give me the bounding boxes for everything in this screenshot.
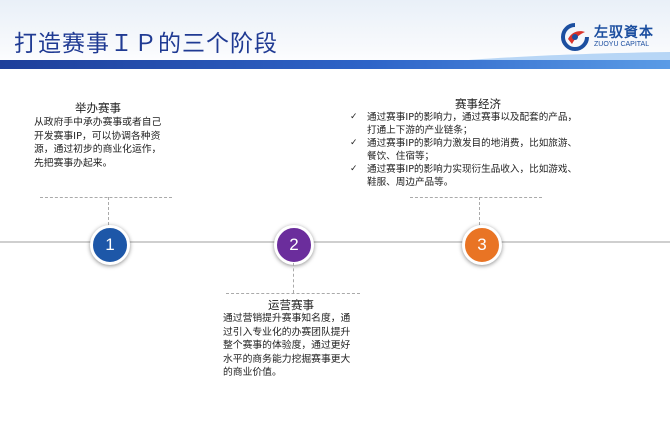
stage-1-connector xyxy=(108,197,109,225)
stage-1-line: 源，通过初步的商业化运作， xyxy=(34,144,162,155)
check-icon: ✓ xyxy=(350,112,358,122)
header: 打造赛事ＩＰ的三个阶段 xyxy=(0,0,670,66)
stage-2-line: 的商业价值。 xyxy=(223,367,282,378)
stage-1-line: 开发赛事IP，可以协调各种资 xyxy=(34,130,161,142)
list-item: ✓ 通过赛事IP的影响力实现衍生品收入，比如游戏、 鞋服、周边产品等。 xyxy=(350,164,578,188)
stage-2-line: 过引入专业化的办赛团队提升 xyxy=(223,326,351,338)
stage-2-divider xyxy=(226,293,360,294)
list-item: ✓ 通过赛事IP的影响力，通过赛事以及配套的产品， 打通上下游的产业链条； xyxy=(350,112,578,136)
stage-2-line: 水平的商务能力挖掘赛事更大 xyxy=(223,353,351,365)
stage-2-title: 运营赛事 xyxy=(268,298,314,312)
stage-2-line: 整个赛事的体验度，通过更好 xyxy=(223,340,351,351)
stage-1-line: 从政府手中承办赛事或者自己 xyxy=(34,117,162,128)
logo-name: 左驭資本 xyxy=(594,25,654,41)
check-icon: ✓ xyxy=(350,164,358,174)
stage-3-divider xyxy=(410,197,542,198)
stage-2-connector xyxy=(293,263,294,293)
stage-1-description: 从政府手中承办赛事或者自己 开发赛事IP，可以协调各种资 源，通过初步的商业化运… xyxy=(34,116,161,170)
circular-swoosh-logo-icon xyxy=(561,23,589,51)
logo-subtitle: ZUOYU CAPITAL xyxy=(594,41,650,48)
step-2-marker: 2 xyxy=(274,225,314,265)
stage-1-line: 先把赛事办起来。 xyxy=(34,157,113,169)
stage-2-description: 通过营销提升赛事知名度，通 过引入专业化的办赛团队提升 整个赛事的体验度，通过更… xyxy=(223,312,350,380)
stage-3-title: 赛事经济 xyxy=(455,97,501,111)
list-item: ✓ 通过赛事IP的影响力激发目的地消费，比如旅游、 餐饮、住宿等； xyxy=(350,138,578,162)
check-icon: ✓ xyxy=(350,138,358,148)
stage-2-line: 通过营销提升赛事知名度，通 xyxy=(223,313,351,324)
stage-1-divider xyxy=(40,197,172,198)
step-1-marker: 1 xyxy=(90,225,130,265)
timeline-line xyxy=(0,241,670,243)
stage-3-bullet-list: ✓ 通过赛事IP的影响力，通过赛事以及配套的产品， 打通上下游的产业链条； ✓ … xyxy=(350,111,650,189)
stage-1-title: 举办赛事 xyxy=(75,101,121,115)
stage-3-connector xyxy=(479,197,480,225)
company-logo: 左驭資本 ZUOYU CAPITAL xyxy=(560,20,660,54)
page-title: 打造赛事ＩＰ的三个阶段 xyxy=(14,31,278,57)
header-band xyxy=(0,60,670,69)
step-3-marker: 3 xyxy=(462,225,502,265)
